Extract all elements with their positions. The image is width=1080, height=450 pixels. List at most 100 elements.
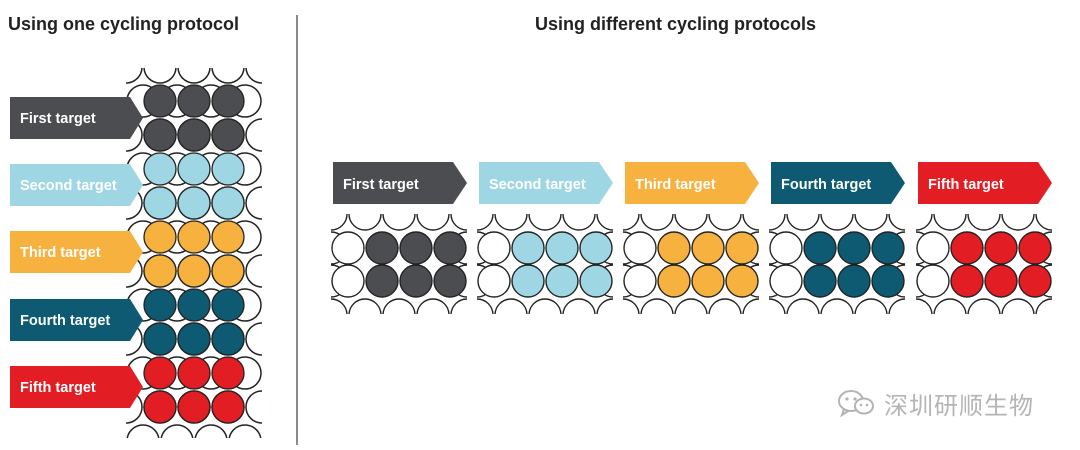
filled-well bbox=[511, 264, 545, 298]
filled-well bbox=[211, 84, 245, 118]
filled-well bbox=[211, 322, 245, 356]
right-panel-target-2: Second target bbox=[477, 162, 613, 314]
empty-well bbox=[769, 231, 803, 265]
filled-well bbox=[143, 152, 177, 186]
left-arrow-target-4: Fourth target bbox=[10, 299, 143, 341]
empty-well bbox=[1035, 214, 1052, 231]
right-panel-target-5: Fifth target bbox=[916, 162, 1052, 314]
arrow-shape bbox=[10, 164, 143, 206]
empty-well bbox=[623, 264, 657, 298]
empty-well bbox=[245, 254, 262, 288]
empty-well bbox=[494, 298, 528, 314]
filled-well bbox=[399, 231, 433, 265]
arrow-label: Second target bbox=[20, 178, 117, 194]
right-panel-target-3: Third target bbox=[623, 162, 759, 314]
empty-well bbox=[177, 68, 211, 84]
filled-well bbox=[984, 264, 1018, 298]
filled-well bbox=[657, 264, 691, 298]
empty-well bbox=[450, 214, 467, 231]
empty-well bbox=[450, 298, 467, 314]
empty-well bbox=[674, 298, 708, 314]
filled-well bbox=[177, 356, 211, 390]
arrow-shape bbox=[333, 162, 467, 204]
empty-well bbox=[245, 322, 262, 356]
empty-well bbox=[623, 214, 640, 231]
left-arrow-target-5: Fifth target bbox=[10, 366, 143, 408]
empty-well bbox=[820, 298, 854, 314]
well-plate bbox=[916, 214, 1052, 314]
filled-well bbox=[143, 390, 177, 424]
empty-well bbox=[596, 298, 613, 314]
filled-well bbox=[177, 152, 211, 186]
arrow-shape bbox=[625, 162, 759, 204]
filled-well bbox=[725, 264, 759, 298]
empty-well bbox=[640, 298, 674, 314]
empty-well bbox=[1035, 298, 1052, 314]
filled-well bbox=[177, 118, 211, 152]
filled-well bbox=[837, 231, 871, 265]
empty-well bbox=[126, 424, 160, 438]
empty-well bbox=[245, 186, 262, 220]
empty-well bbox=[331, 231, 365, 265]
empty-well bbox=[967, 214, 1001, 231]
filled-well bbox=[211, 356, 245, 390]
left-arrow-target-1: First target bbox=[10, 97, 143, 139]
filled-well bbox=[177, 288, 211, 322]
filled-well bbox=[433, 231, 467, 265]
empty-well bbox=[708, 298, 742, 314]
filled-well bbox=[433, 264, 467, 298]
well-plate bbox=[331, 214, 467, 314]
filled-well bbox=[950, 264, 984, 298]
filled-well bbox=[143, 84, 177, 118]
arrow-shape bbox=[479, 162, 613, 204]
empty-well bbox=[382, 214, 416, 231]
filled-well bbox=[365, 264, 399, 298]
filled-well bbox=[211, 186, 245, 220]
filled-well bbox=[579, 231, 613, 265]
filled-well bbox=[177, 220, 211, 254]
empty-well bbox=[494, 214, 528, 231]
filled-well bbox=[177, 186, 211, 220]
left-grid-pattern bbox=[126, 68, 262, 438]
empty-well bbox=[786, 214, 820, 231]
arrow-shape bbox=[918, 162, 1052, 204]
arrow-label: Fifth target bbox=[928, 177, 1004, 193]
filled-well bbox=[691, 231, 725, 265]
empty-well bbox=[888, 298, 905, 314]
empty-well bbox=[786, 298, 820, 314]
filled-well bbox=[657, 231, 691, 265]
empty-well bbox=[1001, 214, 1035, 231]
empty-well bbox=[245, 390, 262, 424]
filled-well bbox=[545, 231, 579, 265]
filled-well bbox=[399, 264, 433, 298]
arrow-label: Fifth target bbox=[20, 380, 96, 396]
left-arrow-target-2: Second target bbox=[10, 164, 143, 206]
empty-well bbox=[348, 298, 382, 314]
filled-well bbox=[871, 231, 905, 265]
filled-well bbox=[177, 84, 211, 118]
empty-well bbox=[331, 264, 365, 298]
arrow-label: First target bbox=[343, 177, 419, 193]
empty-well bbox=[143, 68, 177, 84]
empty-well bbox=[769, 214, 786, 231]
empty-well bbox=[623, 231, 657, 265]
filled-well bbox=[871, 264, 905, 298]
empty-well bbox=[126, 68, 143, 84]
filled-well bbox=[545, 264, 579, 298]
filled-well bbox=[803, 264, 837, 298]
filled-well bbox=[365, 231, 399, 265]
empty-well bbox=[528, 298, 562, 314]
filled-well bbox=[143, 322, 177, 356]
filled-well bbox=[837, 264, 871, 298]
filled-well bbox=[211, 390, 245, 424]
empty-well bbox=[211, 68, 245, 84]
empty-well bbox=[820, 214, 854, 231]
left-arrow-target-3: Third target bbox=[10, 231, 143, 273]
arrow-label: Fourth target bbox=[781, 177, 871, 193]
well-plate bbox=[769, 214, 905, 314]
filled-well bbox=[143, 254, 177, 288]
empty-well bbox=[562, 298, 596, 314]
arrow-shape bbox=[771, 162, 905, 204]
filled-well bbox=[211, 254, 245, 288]
